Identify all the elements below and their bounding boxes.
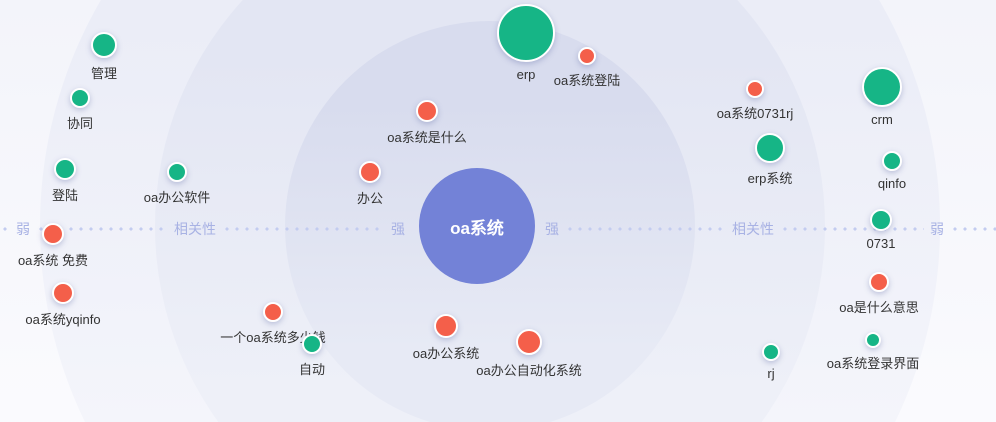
keyword-bubble[interactable] — [870, 209, 892, 231]
keyword-bubble[interactable] — [302, 334, 322, 354]
axis-label-weak-right: 弱 — [930, 221, 944, 237]
keyword-bubble-label: oa系统登陆 — [553, 73, 621, 88]
keyword-bubble-label: 办公 — [356, 191, 383, 206]
center-keyword-bubble[interactable]: oa系统 — [419, 168, 535, 284]
keyword-bubble-label: 协同 — [66, 116, 93, 131]
keyword-bubble[interactable] — [762, 343, 780, 361]
keyword-bubble[interactable] — [52, 282, 74, 304]
axis-dots — [950, 227, 996, 231]
center-keyword-label: oa系统 — [450, 218, 504, 238]
keyword-bubble-label: crm — [871, 112, 893, 127]
keyword-bubble-label: 登陆 — [51, 188, 78, 203]
keyword-bubble-label: 管理 — [90, 66, 117, 81]
keyword-bubble[interactable] — [869, 272, 889, 292]
axis-dots — [0, 227, 10, 231]
keyword-bubble-label: 自动 — [298, 362, 325, 377]
keyword-bubble-label: rj — [767, 366, 775, 381]
keyword-bubble[interactable] — [91, 32, 117, 58]
keyword-bubble-label: oa办公自动化系统 — [476, 363, 582, 378]
keyword-bubble[interactable] — [578, 47, 596, 65]
keyword-bubble[interactable] — [882, 151, 902, 171]
keyword-bubble[interactable] — [746, 80, 764, 98]
relevance-axis: 弱 相关性 强 强 相关性 弱 — [0, 220, 996, 238]
keyword-bubble-label: oa是什么意思 — [839, 300, 919, 315]
keyword-bubble[interactable] — [862, 67, 902, 107]
axis-dots — [222, 227, 385, 231]
keyword-bubble-label: oa办公系统 — [412, 346, 480, 361]
keyword-bubble[interactable] — [54, 158, 76, 180]
keyword-bubble-label: oa办公软件 — [143, 190, 211, 205]
axis-dots — [36, 227, 168, 231]
keyword-bubble-label: 0731 — [866, 236, 896, 251]
keyword-bubble[interactable] — [42, 223, 64, 245]
axis-label-weak-left: 弱 — [16, 221, 30, 237]
keyword-bubble[interactable] — [516, 329, 542, 355]
keyword-bubble[interactable] — [416, 100, 438, 122]
keyword-bubble-label: erp — [516, 67, 536, 82]
axis-label-strong-right: 强 — [545, 221, 559, 237]
axis-label-relevance-right: 相关性 — [732, 221, 774, 237]
keyword-bubble-label: qinfo — [877, 176, 907, 191]
keyword-bubble-label: oa系统是什么 — [387, 130, 467, 145]
axis-dots — [565, 227, 726, 231]
keyword-bubble-label: oa系统0731rj — [716, 106, 794, 121]
axis-dots — [780, 227, 924, 231]
keyword-bubble-label: oa系统yqinfo — [25, 312, 101, 327]
keyword-bubble-label: oa系统 免费 — [17, 253, 89, 268]
keyword-bubble-label: erp系统 — [747, 171, 793, 186]
keyword-bubble-label: oa系统登录界面 — [826, 356, 920, 371]
keyword-bubble[interactable] — [497, 4, 555, 62]
keyword-bubble[interactable] — [755, 133, 785, 163]
keyword-bubble[interactable] — [167, 162, 187, 182]
keyword-bubble-label: 一个oa系统多少钱 — [220, 330, 326, 345]
keyword-bubble[interactable] — [263, 302, 283, 322]
keyword-bubble[interactable] — [865, 332, 881, 348]
keyword-bubble[interactable] — [434, 314, 458, 338]
keyword-bubble[interactable] — [359, 161, 381, 183]
axis-label-relevance-left: 相关性 — [174, 221, 216, 237]
axis-label-strong-left: 强 — [391, 221, 405, 237]
keyword-bubble[interactable] — [70, 88, 90, 108]
